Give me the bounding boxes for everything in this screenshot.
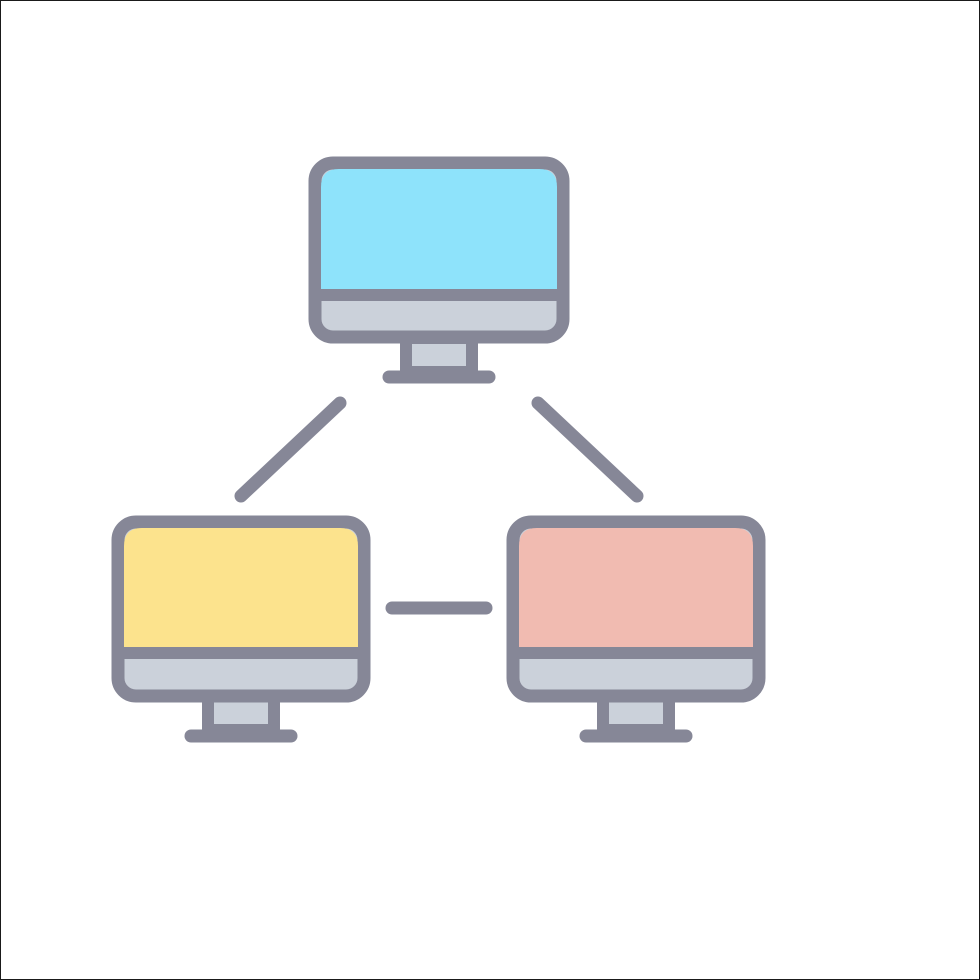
monitor-top	[308, 156, 570, 384]
link-top-to-left	[234, 396, 347, 503]
link-top-to-right	[531, 396, 644, 503]
monitor-bottom-left	[111, 515, 371, 743]
monitor-bottom-right	[506, 515, 766, 743]
monitor-screen	[124, 528, 358, 651]
monitor-screen	[321, 169, 557, 292]
monitor-screen	[519, 528, 753, 651]
